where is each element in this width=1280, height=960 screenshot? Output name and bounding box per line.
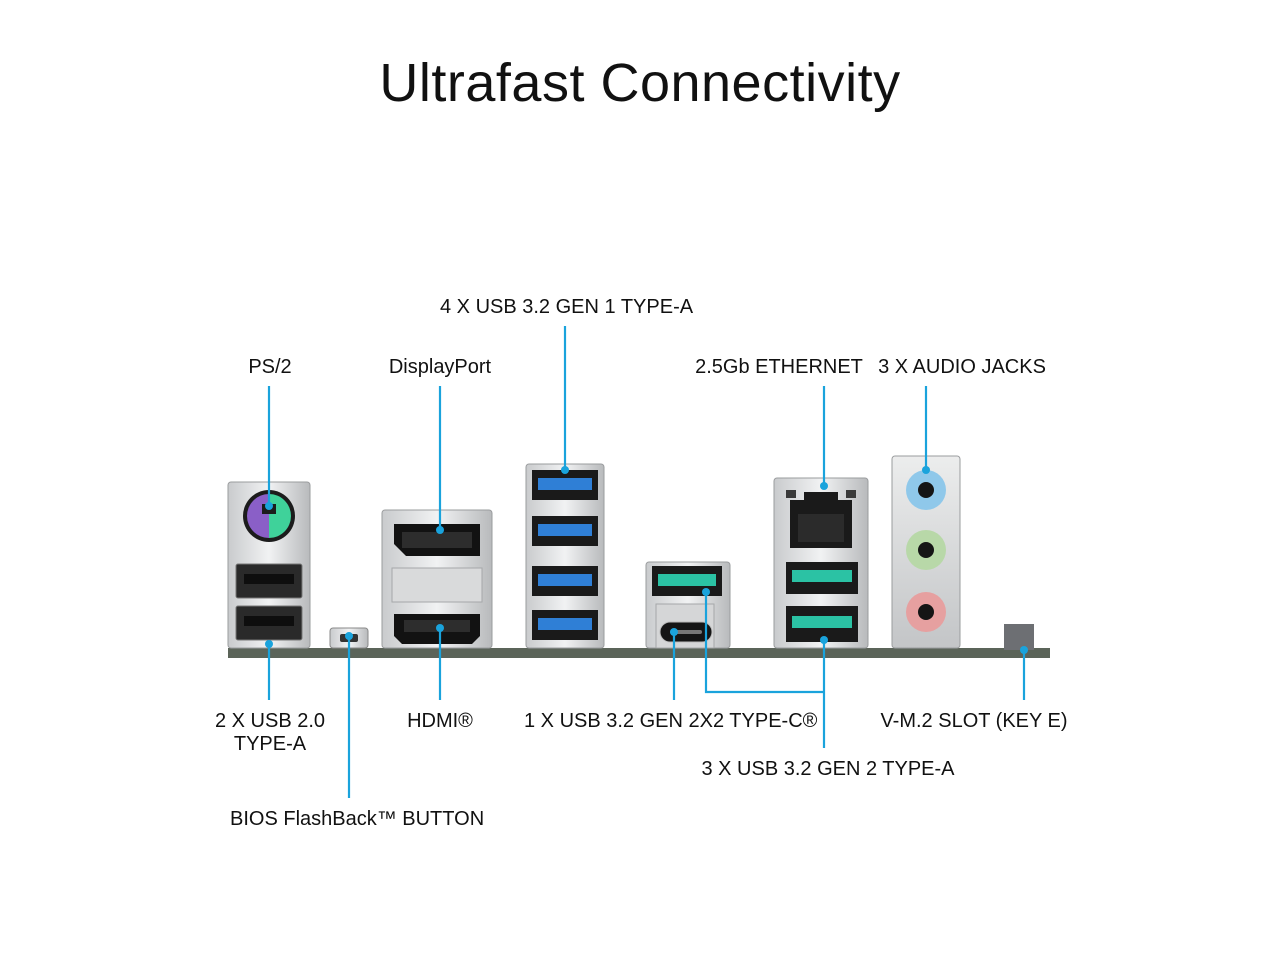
callout-line-usb32-gen2 bbox=[704, 592, 824, 694]
callout-dot-usb20 bbox=[265, 640, 273, 648]
callout-dot-usb32-gen2-b bbox=[820, 636, 828, 644]
label-usb20: 2 X USB 2.0 TYPE-A bbox=[208, 710, 332, 756]
callout-dot-audio bbox=[922, 466, 930, 474]
callout-dot-displayport bbox=[436, 526, 444, 534]
label-vm2: V-M.2 SLOT (KEY E) bbox=[880, 710, 1068, 732]
label-ps2: PS/2 bbox=[248, 356, 292, 378]
label-usb32-gen2x2: 1 X USB 3.2 GEN 2X2 TYPE-C® bbox=[524, 710, 818, 732]
usb-c-usb-a-stack bbox=[645, 561, 731, 649]
vm2-slot-graphic bbox=[1004, 624, 1034, 650]
callout-dot-ethernet bbox=[820, 482, 828, 490]
label-hdmi: HDMI® bbox=[407, 710, 473, 732]
usb-blue-port bbox=[532, 516, 598, 546]
usb32-gen1-stack bbox=[525, 463, 605, 649]
label-usb32-gen1: 4 X USB 3.2 GEN 1 TYPE-A bbox=[440, 296, 694, 318]
label-bios: BIOS FlashBack™ BUTTON bbox=[230, 808, 485, 830]
callout-dot-hdmi bbox=[436, 624, 444, 632]
page-title: Ultrafast Connectivity bbox=[379, 53, 901, 113]
callout-dot-usb32-gen1 bbox=[561, 466, 569, 474]
label-displayport: DisplayPort bbox=[388, 356, 492, 378]
usb-blue-port bbox=[532, 470, 598, 500]
dp-hdmi-stack bbox=[381, 509, 493, 649]
usb-blue-port bbox=[532, 566, 598, 596]
callout-dot-vm2 bbox=[1020, 646, 1028, 654]
usb-blue-port bbox=[532, 610, 598, 640]
audio-jack-stack bbox=[891, 455, 961, 649]
label-usb32-gen2: 3 X USB 3.2 GEN 2 TYPE-A bbox=[701, 758, 955, 780]
label-audio: 3 X AUDIO JACKS bbox=[878, 356, 1046, 378]
pcb-edge bbox=[228, 648, 1050, 658]
label-usb20-line2: TYPE-A bbox=[233, 733, 307, 755]
ethernet-usb-stack bbox=[773, 477, 869, 649]
callout-dot-usb32-gen2-a bbox=[702, 588, 710, 596]
callout-dot-usb-c bbox=[670, 628, 678, 636]
label-ethernet: 2.5Gb ETHERNET bbox=[695, 356, 863, 378]
callout-dot-ps2 bbox=[265, 502, 273, 510]
callout-dot-bios bbox=[345, 632, 353, 640]
label-usb20-line1: 2 X USB 2.0 bbox=[214, 710, 326, 732]
